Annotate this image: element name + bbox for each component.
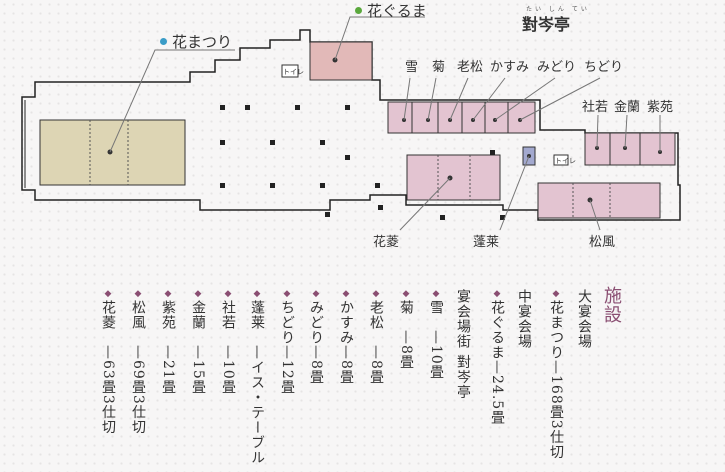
label-matsukaze: 松風 bbox=[589, 235, 616, 250]
street-heading: 宴会場街 對岑亭 bbox=[455, 289, 471, 400]
facility-item: ◆蓬莱 —イス・テーブル bbox=[249, 289, 265, 465]
facility-item: ◆紫苑 —21畳 bbox=[160, 289, 176, 395]
facility-item: ◆かすみ—8畳 bbox=[338, 289, 354, 385]
label-shion: 紫苑 bbox=[647, 100, 674, 115]
facility-hanamatsuri: ◆花まつり—168畳3仕切 bbox=[548, 289, 564, 460]
facility-item: ◆みどり—8畳 bbox=[308, 289, 324, 385]
room-hanaguruma[interactable] bbox=[309, 41, 373, 81]
label-horai: 蓬莱 bbox=[473, 235, 500, 250]
facility-item: ◆花菱 —63畳3仕切 bbox=[100, 289, 116, 435]
room-hanamatsuri[interactable] bbox=[39, 119, 186, 186]
facility-item: ◆金蘭 —15畳 bbox=[190, 289, 206, 395]
toilet-2 bbox=[553, 154, 569, 166]
facility-item: ◆雪 —10畳 bbox=[428, 289, 444, 380]
title-ruby: たい しん てい bbox=[526, 6, 590, 13]
toilet-label: トイレ bbox=[283, 68, 304, 76]
toilet-label-2: トイレ bbox=[555, 157, 576, 165]
label-kinran: 金蘭 bbox=[614, 100, 641, 115]
medium-hall-heading: 中宴会場 bbox=[516, 289, 532, 349]
room-hanabishi[interactable] bbox=[406, 154, 501, 201]
label-hanaguruma: 花ぐるま bbox=[355, 0, 427, 21]
label-kiku: 菊 bbox=[432, 60, 446, 75]
facility-item: ◆菊 —8畳 bbox=[398, 289, 414, 370]
label-yuki: 雪 bbox=[405, 60, 419, 75]
facility-hanaguruma: ◆花ぐるま—24.5畳 bbox=[489, 289, 505, 426]
label-chidori: ちどり bbox=[584, 60, 624, 75]
facility-item: ◆老松 —8畳 bbox=[368, 289, 384, 385]
facility-item: ◆社若 —10畳 bbox=[220, 289, 236, 395]
label-kakitsubata: 社若 bbox=[582, 100, 609, 115]
floor-plan bbox=[21, 16, 681, 231]
large-hall-heading: 大宴会場 bbox=[576, 289, 592, 349]
facilities-title: 施設 bbox=[601, 286, 622, 324]
label-hanamatsuri: 花まつり bbox=[160, 31, 232, 52]
plan-title: 對岑亭 bbox=[522, 15, 571, 34]
room-matsukaze[interactable] bbox=[537, 182, 661, 219]
label-midori: みどり bbox=[537, 60, 577, 75]
facility-item: ◆松風 —69畳3仕切 bbox=[130, 289, 146, 435]
toilet-1 bbox=[281, 64, 299, 78]
label-oimatsu: 老松 bbox=[457, 60, 484, 75]
label-kasumi: かすみ bbox=[490, 60, 530, 75]
facility-item: ◆ちどり—12畳 bbox=[279, 289, 295, 395]
label-hanabishi: 花菱 bbox=[373, 235, 400, 250]
